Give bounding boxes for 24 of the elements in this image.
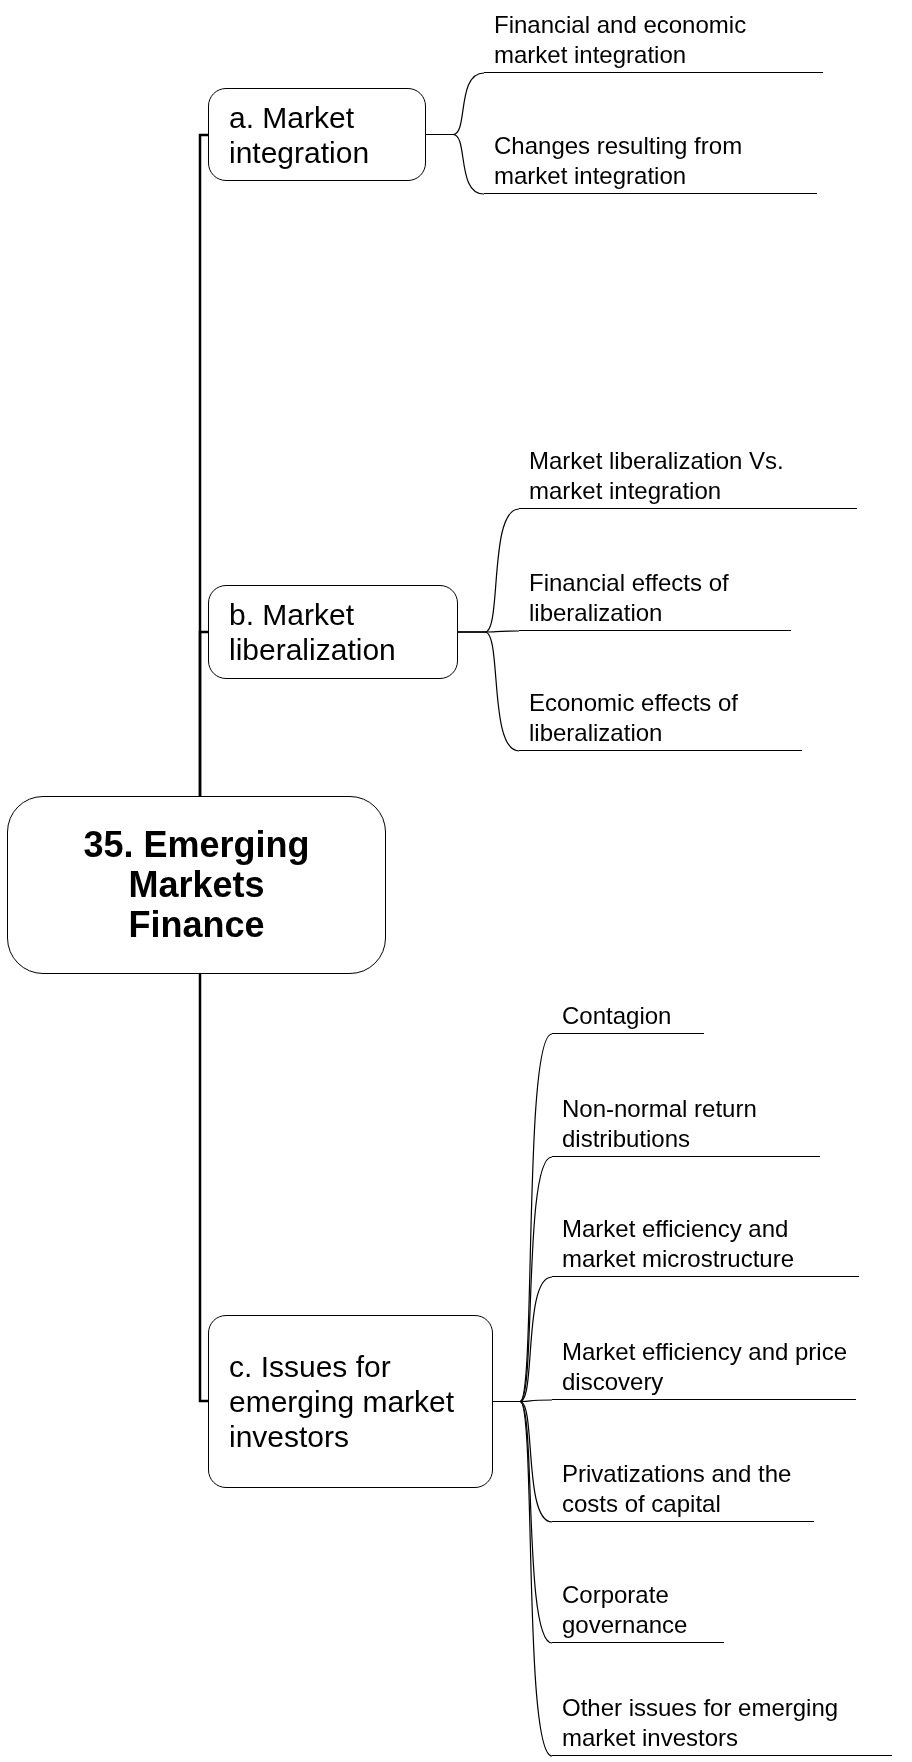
connector-line xyxy=(425,133,485,195)
node-text: Corporate governance xyxy=(562,1580,689,1640)
node-text: Market efficiency and market microstructure xyxy=(562,1214,796,1274)
node-text: Economic effects of liberalization xyxy=(529,688,739,748)
node-text: b. Market liberalization xyxy=(229,597,397,667)
topic-box xyxy=(208,1315,493,1488)
node-text: Market efficiency and price discovery xyxy=(562,1337,849,1397)
node-text: Changes resulting from market integration xyxy=(494,131,744,191)
node-text: c. Issues for emerging market investors xyxy=(229,1349,456,1454)
connector-line xyxy=(198,974,208,1403)
node-text: 35. Emerging Markets Finance xyxy=(82,825,311,945)
topic-box xyxy=(208,585,458,679)
connector-line xyxy=(198,630,208,796)
node-text: Privatizations and the costs of capital xyxy=(562,1459,793,1519)
topic-box xyxy=(208,88,426,181)
central-topic-box xyxy=(7,796,386,974)
node-text: Other issues for emerging market investors xyxy=(562,1693,840,1753)
node-text: Contagion xyxy=(562,1001,673,1031)
node-text: Financial and economic market integration xyxy=(494,10,748,70)
node-text: Market liberalization Vs. market integration xyxy=(529,446,785,506)
node-text: Financial effects of liberalization xyxy=(529,568,730,628)
node-text: a. Market integration xyxy=(229,99,371,170)
connector-line xyxy=(457,631,520,752)
node-text: Non-normal return distributions xyxy=(562,1094,758,1154)
